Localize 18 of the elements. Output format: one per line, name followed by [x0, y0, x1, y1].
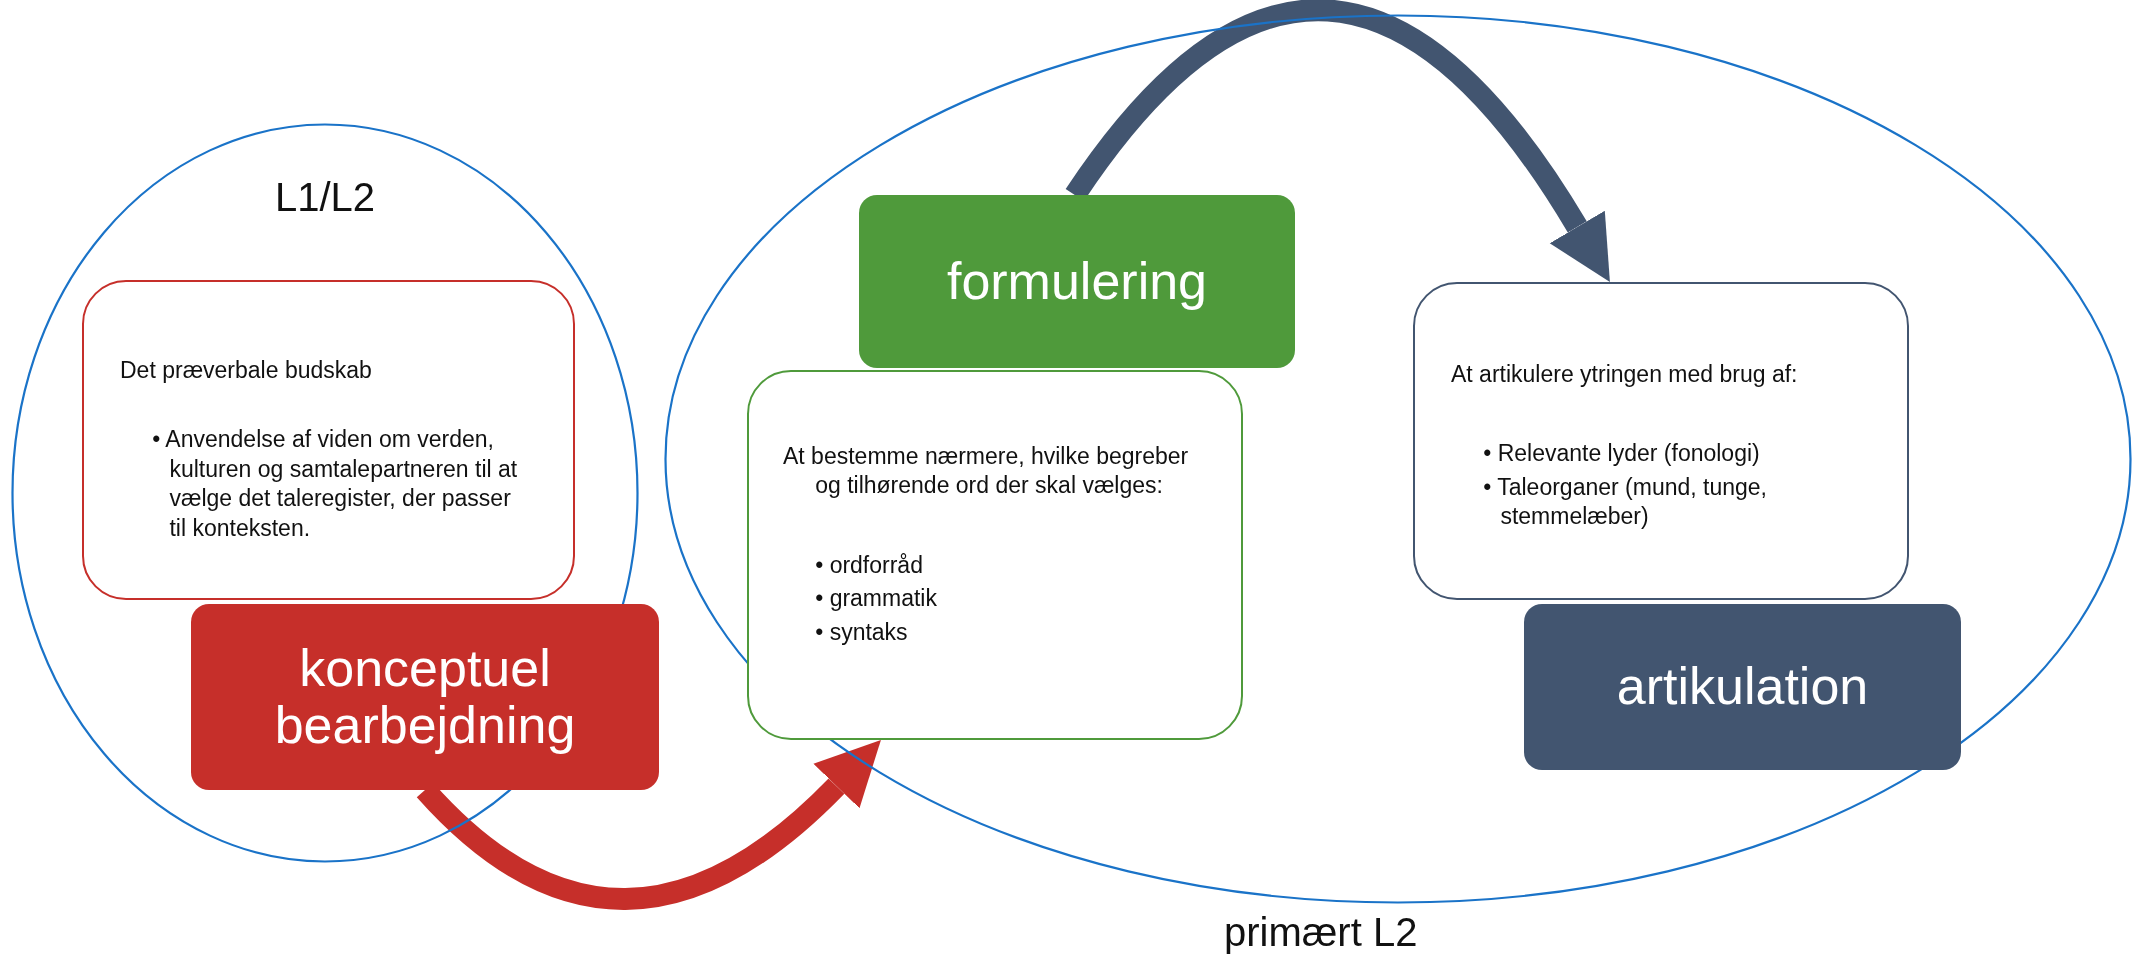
group-heading: L1/L2: [273, 175, 377, 220]
stage-label-box: formulering: [859, 195, 1295, 368]
bullet-item: • grammatik: [815, 584, 938, 614]
description-text: Det præverbale budskab: [120, 356, 373, 385]
description-card: [747, 370, 1243, 740]
description-card: [1413, 282, 1909, 600]
description-card: [82, 280, 575, 600]
curved-arrow: [417, 741, 883, 910]
group-heading: primært L2: [1224, 910, 1418, 955]
description-text: At bestemme nærmere, hvilke begreber og tilhørende ord der skal vælges:: [783, 442, 1190, 501]
bullet-item: • Relevante lyder (fonologi): [1483, 439, 1761, 469]
bullet-item: • Anvendelse af viden om verden, kulturen og samtalepartneren til at vælge det taleregister, der passer til konteksten.: [152, 425, 519, 543]
bullet-item: • Taleorganer (mund, tunge, stemmelæber): [1483, 472, 1768, 532]
bullet-item: • ordforråd: [815, 550, 924, 580]
bullet-item: • syntaks: [815, 617, 909, 647]
curved-arrow: [1065, 0, 1612, 281]
stage-label-box: artikulation: [1524, 604, 1961, 770]
description-text: At artikulere ytringen med brug af:: [1451, 360, 1799, 389]
